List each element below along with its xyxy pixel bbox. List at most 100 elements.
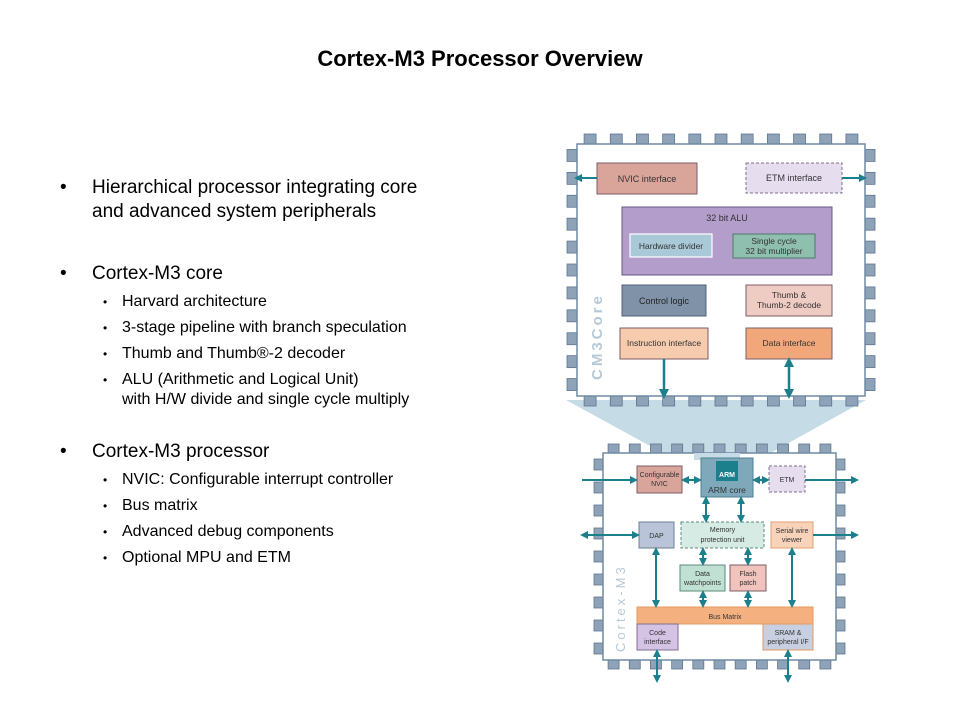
chip-pin bbox=[833, 596, 846, 609]
etm-block bbox=[768, 465, 806, 493]
code-interface-label-1: Code bbox=[649, 630, 666, 637]
chip-pin bbox=[566, 355, 580, 369]
zoom-cone bbox=[566, 400, 866, 470]
arm-core-label: ARM core bbox=[708, 485, 746, 495]
bullet-processor: • Cortex-M3 processor bbox=[60, 440, 530, 464]
bullet-dot: • bbox=[60, 263, 67, 284]
processor-chip-outline bbox=[602, 452, 837, 661]
chip-pin bbox=[566, 309, 580, 323]
mpu-block bbox=[680, 521, 765, 549]
chip-pin bbox=[819, 657, 832, 670]
sub-bullet: • Optional MPU and ETM bbox=[60, 548, 530, 568]
sub-bullet-text: Optional MPU and ETM bbox=[122, 549, 291, 566]
bullet-dot: • bbox=[60, 177, 67, 198]
chip-pin bbox=[833, 504, 846, 517]
zoom-cone-inner bbox=[694, 453, 740, 460]
chip-pin bbox=[650, 443, 662, 456]
sub-bullet-dot: • bbox=[103, 321, 108, 335]
chip-pin bbox=[862, 171, 876, 185]
thumb-decode-block bbox=[745, 284, 833, 317]
chip-pin bbox=[566, 149, 580, 162]
chip-pin bbox=[593, 504, 606, 517]
chip-pin bbox=[593, 527, 606, 540]
chip-pin bbox=[833, 573, 846, 586]
chip-pin bbox=[566, 332, 580, 346]
serial-wire-viewer-block bbox=[770, 521, 814, 549]
chip-pin bbox=[798, 443, 811, 456]
bullet-text-line: Hierarchical processor integrating core bbox=[92, 177, 418, 198]
nvic-interface-block bbox=[596, 162, 698, 195]
configurable-nvic-block bbox=[636, 465, 683, 494]
sub-bullet-dot: • bbox=[103, 347, 108, 361]
chip-pin bbox=[662, 393, 676, 407]
sub-bullet: •Thumb and Thumb®-2 decoder bbox=[60, 344, 530, 364]
chip-pin bbox=[819, 443, 832, 456]
bullet-list: • Hierarchical processor integrating cor… bbox=[60, 176, 530, 568]
chip-pin bbox=[566, 286, 580, 300]
chip-pin bbox=[833, 619, 846, 632]
flash-patch-label-2: patch bbox=[739, 580, 756, 587]
chip-pin bbox=[593, 550, 606, 563]
sub-bullet: • NVIC: Configurable interrupt controller bbox=[60, 470, 530, 490]
arm-core-block bbox=[700, 457, 754, 498]
chip-pin bbox=[740, 393, 754, 407]
chip-pin bbox=[593, 573, 606, 586]
data-watchpoints-label-1: Data bbox=[695, 571, 710, 578]
thumb-decode-label-2: Thumb-2 decode bbox=[757, 300, 822, 310]
chip-pin bbox=[862, 149, 876, 162]
data-watchpoints-label-2: watchpoints bbox=[683, 580, 721, 587]
flash-patch-block bbox=[729, 564, 767, 592]
chip-pin bbox=[734, 443, 747, 456]
chip-pin bbox=[833, 550, 846, 563]
sub-bullet: •3-stage pipeline with branch speculatio… bbox=[60, 318, 530, 338]
sub-bullet-dot: • bbox=[103, 473, 108, 487]
bullet-dot: • bbox=[60, 441, 67, 462]
chip-pin bbox=[740, 133, 754, 147]
sram-interface-block bbox=[762, 623, 814, 651]
code-interface-block bbox=[636, 623, 679, 651]
chip-pin bbox=[609, 133, 623, 147]
thumb-decode-label-1: Thumb & bbox=[772, 290, 807, 300]
core-pins bbox=[566, 133, 876, 407]
sram-interface-label-2: peripheral I/F bbox=[767, 639, 808, 646]
chip-pin bbox=[609, 393, 623, 407]
chip-pin bbox=[607, 443, 620, 456]
sub-bullet: •Harvard architecture bbox=[60, 292, 530, 312]
chip-pin bbox=[671, 443, 684, 456]
chip-pin bbox=[833, 527, 846, 540]
chip-pin bbox=[688, 133, 702, 147]
bullet-text-line: and advanced system peripherals bbox=[92, 201, 377, 222]
chip-pin bbox=[734, 657, 747, 670]
chip-pin bbox=[566, 194, 580, 208]
chip-pin bbox=[688, 393, 702, 407]
configurable-nvic-label-2: NVIC bbox=[651, 481, 668, 488]
alu-label: 32 bit ALU bbox=[706, 213, 748, 223]
processor-pins bbox=[593, 443, 846, 670]
chip-pin bbox=[566, 263, 580, 277]
chip-pin bbox=[713, 657, 726, 670]
code-interface-label-2: interface bbox=[644, 639, 671, 646]
serial-wire-viewer-label-1: Serial wire bbox=[776, 528, 809, 535]
chip-pin bbox=[583, 133, 597, 147]
chip-pin bbox=[862, 263, 876, 277]
instruction-interface-block bbox=[619, 327, 709, 360]
control-logic-block bbox=[621, 284, 707, 317]
chip-pin bbox=[833, 481, 846, 494]
hardware-divider-label: Hardware divider bbox=[639, 241, 703, 251]
dap-label: DAP bbox=[649, 533, 664, 540]
alu-block bbox=[621, 206, 833, 276]
sub-bullet-dot: • bbox=[103, 551, 108, 565]
sub-bullet-text: with H/W divide and single cycle multipl… bbox=[122, 391, 410, 408]
flash-patch-label-1: Flash bbox=[739, 571, 756, 578]
bullet-hierarchical: • Hierarchical processor integrating cor… bbox=[60, 176, 530, 224]
bullet-text-line: Cortex-M3 core bbox=[92, 263, 223, 284]
arm-logo-text: ARM bbox=[719, 472, 735, 479]
sub-bullet-text: NVIC: Configurable interrupt controller bbox=[122, 471, 394, 488]
processor-vertical-label: Cortex-M3 bbox=[613, 564, 628, 652]
sub-bullet-dot: • bbox=[103, 499, 108, 513]
sub-bullet: •Advanced debug components bbox=[60, 522, 530, 542]
chip-pin bbox=[862, 309, 876, 323]
chip-pin bbox=[819, 393, 833, 407]
sub-bullet: •Bus matrix bbox=[60, 496, 530, 516]
instruction-interface-label: Instruction interface bbox=[627, 338, 701, 348]
